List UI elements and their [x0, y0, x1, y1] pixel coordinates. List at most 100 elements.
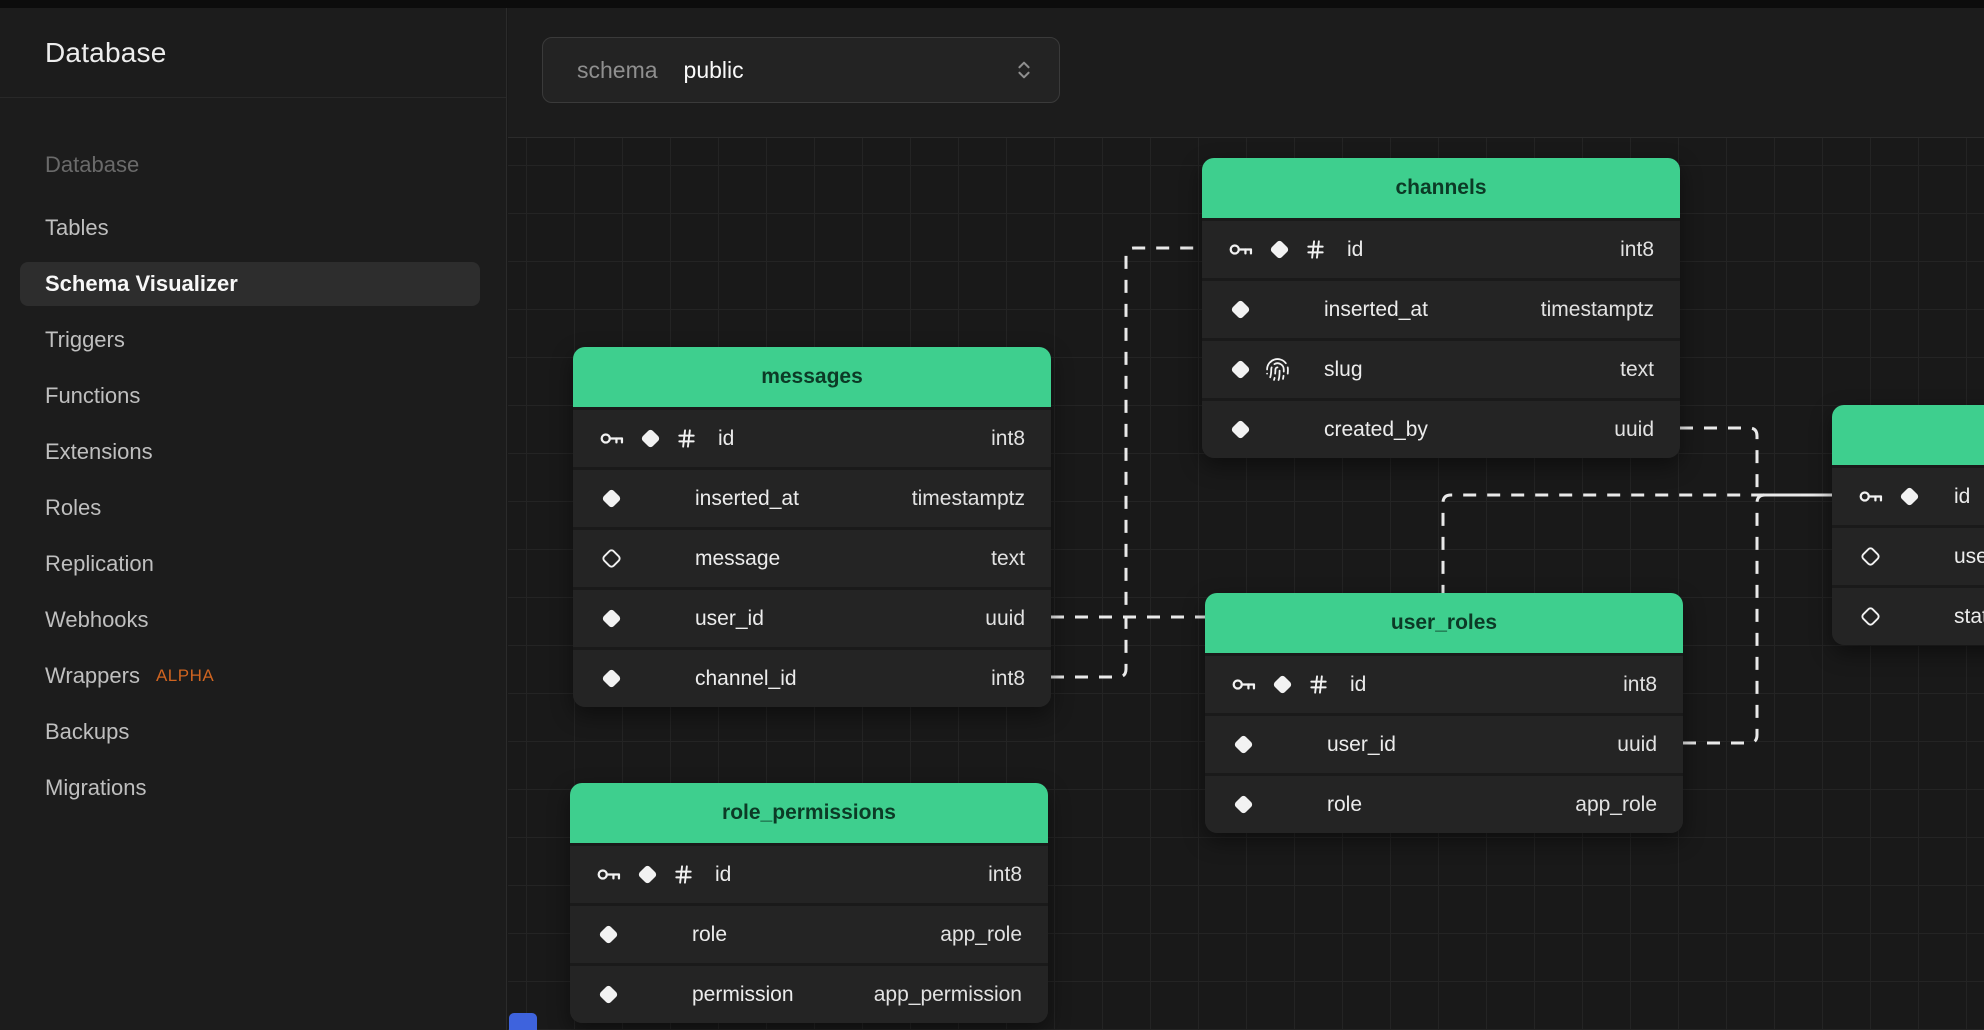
sidebar-item-migrations[interactable]: Migrations — [20, 766, 480, 810]
sidebar-item-label: Webhooks — [45, 607, 149, 632]
hash-icon — [1307, 673, 1330, 696]
sidebar-item-wrappers[interactable]: Wrappers ALPHA — [20, 654, 480, 698]
schema-select-label: schema — [577, 56, 658, 83]
column-icons — [1231, 732, 1307, 757]
column-type: int8 — [991, 666, 1025, 690]
column-type: app_role — [940, 922, 1022, 946]
column-name: channel_id — [695, 666, 797, 690]
sidebar-item-label: Wrappers — [45, 663, 140, 688]
column-icons — [1858, 604, 1934, 629]
table-header-channels[interactable]: channels — [1202, 158, 1680, 218]
sidebar-item-functions[interactable]: Functions — [20, 374, 480, 418]
column-type: app_role — [1575, 792, 1657, 816]
sidebar-item-label: Migrations — [45, 775, 147, 800]
column-name: permission — [692, 982, 794, 1006]
diamond-filled-icon — [1228, 297, 1253, 322]
sidebar-item-label: Triggers — [45, 327, 125, 352]
table-header-user_roles[interactable]: user_roles — [1205, 593, 1683, 653]
sidebar-item-label: Extensions — [45, 439, 153, 464]
column-name: inserted_at — [1324, 297, 1428, 321]
schema-select[interactable]: schema public — [542, 37, 1060, 103]
column-type: int8 — [1623, 672, 1657, 696]
sidebar-item-triggers[interactable]: Triggers — [20, 318, 480, 362]
column-type: text — [1620, 357, 1654, 381]
canvas-toolbar: schema public — [508, 8, 1984, 138]
table-header-role_permissions[interactable]: role_permissions — [570, 783, 1048, 843]
diamond-filled-icon — [1228, 357, 1253, 382]
sidebar-item-backups[interactable]: Backups — [20, 710, 480, 754]
key-icon — [596, 861, 623, 888]
column-icons — [596, 922, 672, 947]
column-type: timestamptz — [1540, 297, 1654, 321]
table-channels[interactable]: channels id int8 inserted_at timestamptz slug… — [1202, 158, 1680, 458]
sidebar-item-schema-visualizer[interactable]: Schema Visualizer — [20, 262, 480, 306]
column-icons — [1228, 417, 1304, 442]
sidebar-item-extensions[interactable]: Extensions — [20, 430, 480, 474]
column-icons — [596, 982, 672, 1007]
column-row-status: status — [1832, 588, 1984, 645]
canvas-corner-button[interactable] — [509, 1013, 537, 1030]
column-type: uuid — [985, 606, 1025, 630]
column-name: inserted_at — [695, 486, 799, 510]
column-row-permission: permission app_permission — [570, 966, 1048, 1023]
diamond-outline-icon — [599, 546, 624, 571]
key-icon — [1231, 671, 1258, 698]
column-icons — [599, 606, 675, 631]
column-type: int8 — [1620, 237, 1654, 261]
column-icons — [1228, 297, 1304, 322]
diamond-filled-icon — [1897, 484, 1922, 509]
diamond-filled-icon — [1231, 732, 1256, 757]
column-icons — [1231, 671, 1330, 698]
column-type: uuid — [1614, 417, 1654, 441]
column-name: id — [1954, 484, 1971, 508]
sidebar-item-webhooks[interactable]: Webhooks — [20, 598, 480, 642]
table-header-users-partial[interactable] — [1832, 405, 1984, 465]
column-type: app_permission — [873, 982, 1022, 1006]
table-users-partial[interactable]: idusernamestatus — [1832, 405, 1984, 645]
diamond-filled-icon — [599, 606, 624, 631]
column-icons — [1228, 357, 1304, 382]
column-icons — [1228, 236, 1327, 263]
column-type: int8 — [988, 862, 1022, 886]
sidebar-section-label: Database — [45, 152, 140, 177]
diamond-filled-icon — [1231, 792, 1256, 817]
column-icons — [596, 861, 695, 888]
sidebar-item-label: Backups — [45, 719, 130, 744]
diamond-filled-icon — [638, 426, 663, 451]
schema-select-value: public — [683, 56, 744, 83]
sidebar-item-tables[interactable]: Tables — [20, 206, 480, 250]
diamond-filled-icon — [596, 982, 621, 1007]
diamond-filled-icon — [596, 922, 621, 947]
sidebar-item-label: Tables — [45, 215, 109, 240]
sidebar-item-label: Functions — [45, 383, 141, 408]
sidebar-item-replication[interactable]: Replication — [20, 542, 480, 586]
column-icons — [599, 486, 675, 511]
table-header-messages[interactable]: messages — [573, 347, 1051, 407]
column-name: id — [1347, 237, 1364, 261]
column-type: timestamptz — [911, 486, 1025, 510]
diamond-filled-icon — [1267, 237, 1292, 262]
window-top-strip — [0, 0, 1984, 8]
column-name: status — [1954, 604, 1984, 628]
column-type: text — [991, 546, 1025, 570]
sidebar-item-label: Schema Visualizer — [45, 271, 238, 296]
chevrons-up-down-icon — [1013, 59, 1035, 81]
column-name: slug — [1324, 357, 1363, 381]
alpha-badge: ALPHA — [155, 666, 215, 685]
column-type: int8 — [991, 426, 1025, 450]
sidebar-item-roles[interactable]: Roles — [20, 486, 480, 530]
column-icons — [599, 546, 675, 571]
key-icon — [1858, 483, 1885, 510]
hash-icon — [675, 427, 698, 450]
